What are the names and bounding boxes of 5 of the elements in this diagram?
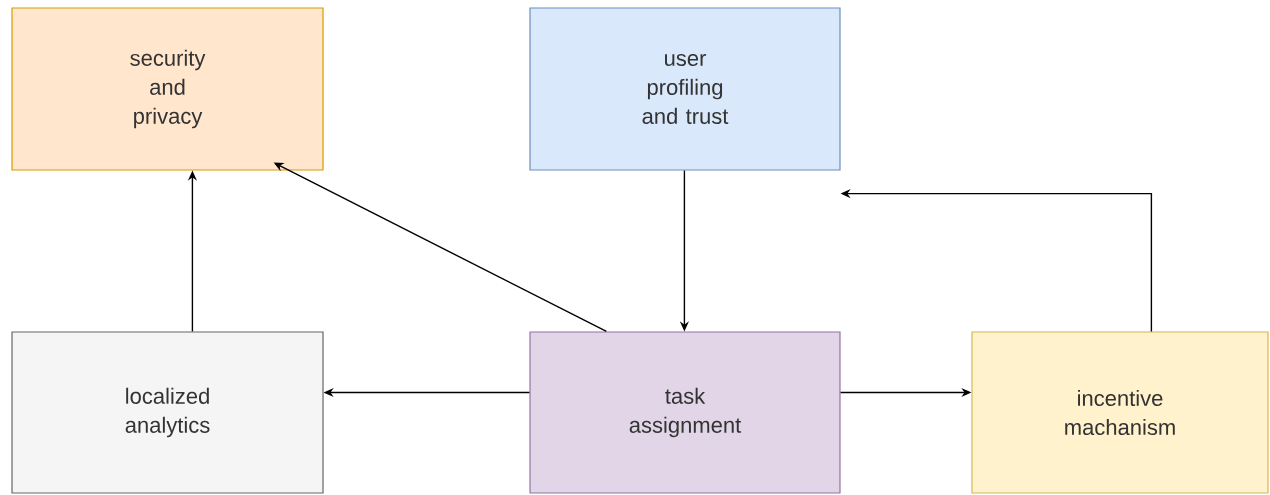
process-box: security and privacy — [11, 7, 324, 171]
process-box: incentive machanism — [971, 331, 1269, 494]
process-box: task assignment — [529, 331, 841, 494]
process-box: user profiling and trust — [529, 7, 841, 171]
process-box: localized analytics — [11, 331, 324, 494]
